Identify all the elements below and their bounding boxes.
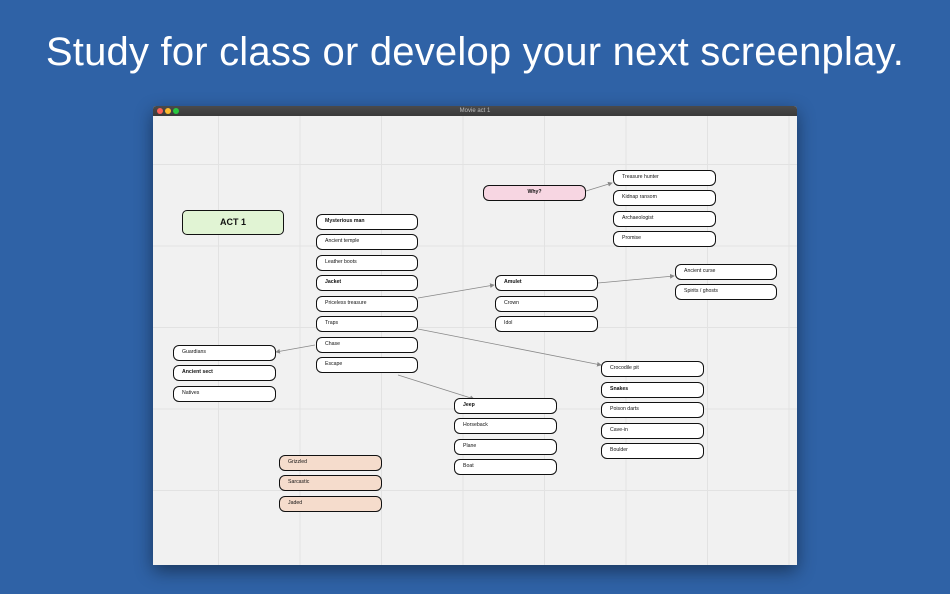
why-option-node[interactable]: Archaeologist: [613, 211, 716, 227]
escape-method-node[interactable]: Plane: [454, 439, 557, 455]
connector-why-options: [585, 181, 613, 192]
trap-node[interactable]: Poison darts: [601, 402, 704, 418]
why-option-node[interactable]: Kidnap ransom: [613, 190, 716, 206]
main-node[interactable]: Leather boots: [316, 255, 418, 271]
connector-chase-chasers: [275, 344, 316, 354]
main-node[interactable]: Escape: [316, 357, 418, 373]
why-node[interactable]: Why?: [483, 185, 586, 201]
trap-node[interactable]: Cave-in: [601, 423, 704, 439]
trap-node[interactable]: Snakes: [601, 382, 704, 398]
treasure-option-node[interactable]: Crown: [495, 296, 598, 312]
act-node[interactable]: ACT 1: [182, 210, 284, 235]
treasure-option-node[interactable]: Idol: [495, 316, 598, 332]
app-window: Movie act 1 ACT 1 Why? Mysterious man An…: [153, 106, 797, 565]
connector-escape-methods: [397, 374, 475, 401]
trap-node[interactable]: Crocodile pit: [601, 361, 704, 377]
connector-layer: [275, 181, 675, 401]
trait-node[interactable]: Grizzled: [279, 455, 382, 471]
zoom-window-button[interactable]: [173, 108, 179, 114]
trait-node[interactable]: Jaded: [279, 496, 382, 512]
main-node[interactable]: Jacket: [316, 275, 418, 291]
amulet-effect-node[interactable]: Ancient curse: [675, 264, 777, 280]
minimize-window-button[interactable]: [165, 108, 171, 114]
trap-node[interactable]: Boulder: [601, 443, 704, 459]
chaser-node[interactable]: Ancient sect: [173, 365, 276, 381]
main-node[interactable]: Priceless treasure: [316, 296, 418, 312]
escape-method-node[interactable]: Jeep: [454, 398, 557, 414]
main-node[interactable]: Chase: [316, 337, 418, 353]
escape-method-node[interactable]: Boat: [454, 459, 557, 475]
chaser-node[interactable]: Natives: [173, 386, 276, 402]
why-option-node[interactable]: Treasure hunter: [613, 170, 716, 186]
headline: Study for class or develop your next scr…: [45, 30, 905, 74]
trait-node[interactable]: Sarcastic: [279, 475, 382, 491]
close-window-button[interactable]: [157, 108, 163, 114]
window-title: Movie act 1: [459, 108, 491, 114]
connector-treasure-amulet: [417, 283, 495, 299]
chaser-node[interactable]: Guardians: [173, 345, 276, 361]
mind-map-canvas[interactable]: ACT 1 Why? Mysterious man Ancient temple…: [153, 116, 797, 565]
escape-method-node[interactable]: Horseback: [454, 418, 557, 434]
amulet-effect-node[interactable]: Spirits / ghosts: [675, 284, 777, 300]
main-node[interactable]: Traps: [316, 316, 418, 332]
main-node[interactable]: Ancient temple: [316, 234, 418, 250]
title-bar: Movie act 1: [153, 106, 797, 116]
connector-amulet-effects: [597, 273, 675, 284]
why-option-node[interactable]: Promise: [613, 231, 716, 247]
connector-traps-list: [417, 328, 602, 367]
main-node[interactable]: Mysterious man: [316, 214, 418, 230]
treasure-option-node[interactable]: Amulet: [495, 275, 598, 291]
